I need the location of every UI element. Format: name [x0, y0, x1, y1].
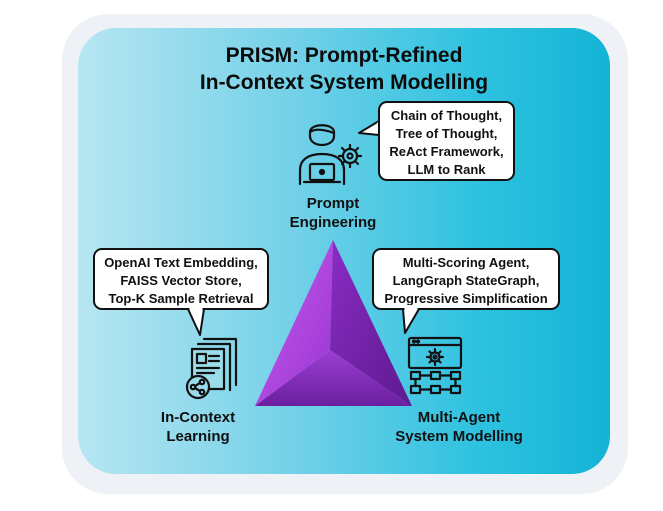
pyramid-left-face [255, 240, 333, 406]
bubble-line: FAISS Vector Store, [120, 273, 242, 288]
label-line-2: System Modelling [395, 428, 523, 445]
pyramid-bottom-face [255, 350, 412, 406]
bubble-line: LLM to Rank [407, 162, 486, 177]
in-context-learning-label: In-Context Learning [148, 408, 248, 446]
prompt-engineering-techniques: Chain of Thought, Tree of Thought, ReAct… [378, 101, 515, 181]
pyramid-right-face [330, 240, 412, 406]
bubble-line: ReAct Framework, [389, 144, 504, 159]
diagram-title: PRISM: Prompt-Refined In-Context System … [78, 42, 610, 96]
document-share-icon [185, 337, 238, 400]
bubble-line: LangGraph StateGraph, [392, 273, 540, 288]
label-line-2: Learning [166, 428, 230, 445]
bubble-line: Tree of Thought, [395, 126, 498, 141]
label-line-1: Prompt [306, 195, 360, 212]
bubble-line: Progressive Simplification [384, 291, 548, 306]
multi-agent-label: Multi-Agent System Modelling [383, 408, 535, 446]
bubble-line: Multi-Scoring Agent, [402, 255, 530, 270]
in-context-techniques: OpenAI Text Embedding, FAISS Vector Stor… [93, 248, 269, 310]
label-line-1: In-Context [160, 409, 236, 426]
multi-agent-bubble-tail [402, 305, 420, 334]
person-laptop-gear-icon [298, 124, 363, 186]
bubble-line: OpenAI Text Embedding, [104, 255, 258, 270]
label-line-2: Engineering [289, 214, 377, 231]
in-context-bubble-tail [187, 305, 205, 336]
multi-agent-techniques: Multi-Scoring Agent, LangGraph StateGrap… [372, 248, 560, 310]
bubble-line: Chain of Thought, [390, 108, 503, 123]
label-line-1: Multi-Agent [417, 409, 501, 426]
title-line-1: PRISM: Prompt-Refined [225, 44, 463, 67]
window-gear-flowchart-icon [407, 336, 463, 395]
title-line-2: In-Context System Modelling [199, 71, 489, 94]
bubble-line: Top-K Sample Retrieval [108, 291, 254, 306]
prompt-engineering-label: Prompt Engineering [283, 194, 383, 232]
